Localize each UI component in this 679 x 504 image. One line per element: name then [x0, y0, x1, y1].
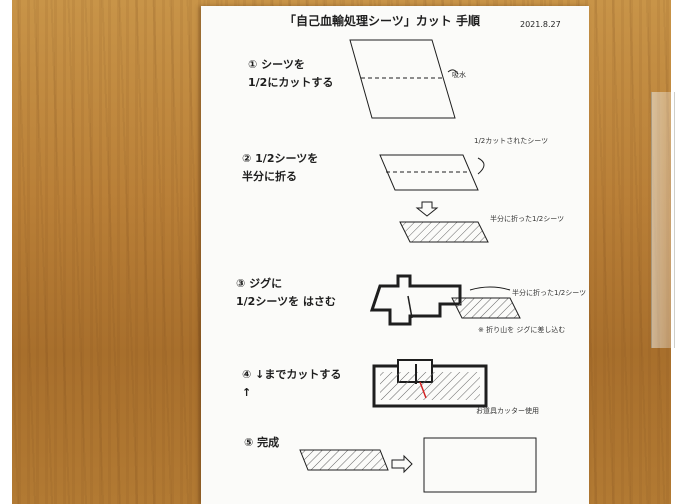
step5-piece: [299, 449, 389, 471]
document-date: 2021.8.27: [520, 20, 561, 29]
step-4-line2: ↑: [242, 386, 252, 399]
step2-fold-arrow: [477, 157, 485, 175]
step-4-line1: ④ ↓までカットする: [242, 368, 342, 381]
step-3-text: ③ ジグに 1/2シーツを はさむ: [236, 275, 336, 311]
step3-right-note: 半分に折った1/2シーツ: [512, 289, 587, 297]
step-5-line1: ⑤ 完成: [244, 436, 280, 449]
step3-arrow: [407, 295, 413, 319]
step2-down-arrow: [415, 201, 439, 217]
document-title: 「自己血輸処理シーツ」カット 手順: [284, 14, 480, 28]
step3-bottom-note: ※ 折り山を ジグに差し込む: [478, 326, 566, 334]
step2-folded-strip: [399, 221, 489, 243]
paper-sheet: [201, 6, 589, 504]
step-1-line2: 1/2にカットする: [248, 76, 334, 89]
step5-arrow: [391, 454, 413, 474]
step-3-line1: ③ ジグに: [236, 277, 283, 290]
step-2-line1: ② 1/2シーツを: [242, 152, 319, 165]
step-4-text: ④ ↓までカットする ↑: [242, 366, 341, 402]
step3-arrow2: [469, 286, 511, 291]
step4-sheet: [380, 372, 480, 400]
step5-sheet-outline: [423, 437, 537, 493]
step1-arrow: [447, 69, 459, 75]
step3-sheet: [451, 297, 521, 319]
step-5-text: ⑤ 完成: [244, 434, 279, 452]
step-2-line2: 半分に折る: [242, 170, 297, 183]
left-border: [0, 0, 12, 504]
step-1-text: ① シーツを 1/2にカットする: [248, 56, 333, 92]
step3-jig: [369, 274, 462, 326]
clear-ruler: [651, 92, 675, 348]
right-border: [671, 0, 679, 504]
step-3-line2: 1/2シーツを はさむ: [236, 295, 336, 308]
step-1-line1: ① シーツを: [248, 58, 305, 71]
step-2-text: ② 1/2シーツを 半分に折る: [242, 150, 318, 186]
step1-note: 吸水: [452, 71, 466, 79]
step1-sheet: [349, 39, 456, 119]
step4-note: お道具カッター使用: [476, 407, 539, 415]
step2-bottom-note: 半分に折った1/2シーツ: [490, 215, 565, 223]
step4-red-mark: [419, 381, 427, 399]
step2-top-note: 1/2カットされたシーツ: [474, 137, 549, 145]
step2-sheet: [379, 154, 479, 191]
